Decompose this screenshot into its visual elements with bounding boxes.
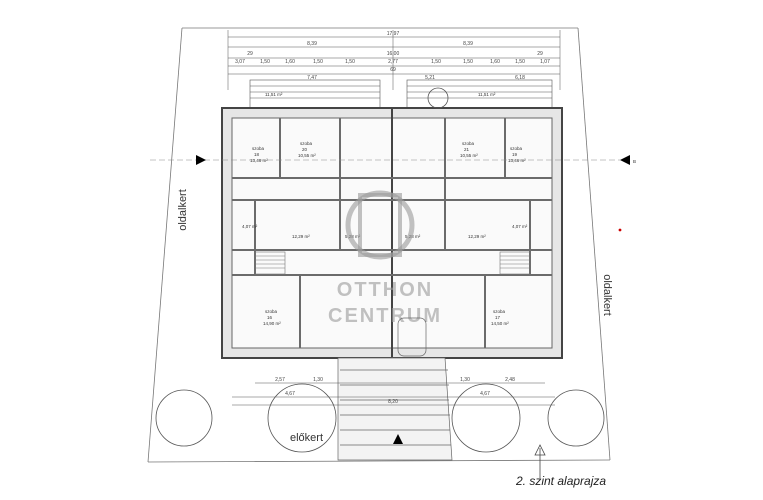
room-18-area: 13,46 m² bbox=[250, 158, 268, 163]
balcony-right-area: 11,51 m² bbox=[478, 92, 496, 97]
watermark-logo: OTTHON CENTRUM bbox=[328, 190, 442, 327]
site-boundary bbox=[147, 27, 611, 463]
room-19-area: 13,46 m² bbox=[508, 158, 526, 163]
wet-area-2: 12,29 m² bbox=[292, 234, 310, 239]
wet-area-3: 5,28 m² bbox=[345, 234, 361, 239]
dim-right-offset: 29 bbox=[537, 51, 543, 57]
dim-bottom-a: 2,57 bbox=[275, 377, 285, 383]
dim-left-half: 8,39 bbox=[307, 41, 317, 47]
dim-right-half: 8,39 bbox=[463, 41, 473, 47]
wet-area-4: 5,28 m² bbox=[405, 234, 421, 239]
room-17-num: 17 bbox=[495, 315, 501, 320]
room-18-name: szoba bbox=[252, 146, 265, 151]
watermark-line1: OTTHON bbox=[337, 279, 433, 301]
section-marker-b: B bbox=[150, 155, 636, 165]
room-16-num: 16 bbox=[267, 315, 273, 320]
building-outline bbox=[221, 107, 563, 359]
balcony-left-area: 11,51 m² bbox=[265, 92, 283, 97]
bottom-dimension-lines bbox=[232, 382, 555, 406]
section-marker-a bbox=[393, 434, 546, 478]
dim-bottom-c: 1,30 bbox=[460, 377, 470, 383]
tree-symbols bbox=[155, 87, 605, 453]
room-21-area: 10,55 m² bbox=[460, 153, 478, 158]
side-garden-left: oldalkert bbox=[177, 189, 189, 231]
room-17-area: 14,50 m² bbox=[491, 321, 509, 326]
dim-row-c: 1,60 bbox=[285, 59, 295, 65]
dim-row-d: 1,50 bbox=[313, 59, 323, 65]
dim-left-chain: 7,47 bbox=[307, 75, 317, 81]
room-16-area: 14,90 m² bbox=[263, 321, 281, 326]
drawing-caption: 2. szint alaprajza bbox=[515, 474, 606, 488]
dim-bottom-d: 2,48 bbox=[505, 377, 515, 383]
room-17-name: szoba bbox=[493, 309, 506, 314]
dim-row-i: 1,60 bbox=[490, 59, 500, 65]
dim-row-e: 1,50 bbox=[345, 59, 355, 65]
watermark-line2: CENTRUM bbox=[328, 305, 442, 327]
room-20-area: 10,55 m² bbox=[298, 153, 316, 158]
balconies bbox=[249, 79, 553, 109]
top-dimension-lines bbox=[227, 30, 561, 90]
wet-area-1: 4,07 m² bbox=[242, 224, 258, 229]
side-garden-right: oldalkert bbox=[601, 274, 613, 316]
dim-bottom-f: 4,67 bbox=[480, 391, 490, 397]
dim-right-chain: 6,18 bbox=[515, 75, 525, 81]
room-16-name: szoba bbox=[265, 309, 278, 314]
dim-total-width: 17,97 bbox=[387, 31, 400, 37]
dim-row-h: 1,50 bbox=[463, 59, 473, 65]
dim-row-k: 1,07 bbox=[540, 59, 550, 65]
entrance-driveway bbox=[337, 317, 453, 461]
wet-area-5: 12,29 m² bbox=[468, 234, 486, 239]
room-20-num: 20 bbox=[302, 147, 308, 152]
room-21-num: 21 bbox=[464, 147, 470, 152]
dim-row-b: 1,50 bbox=[260, 59, 270, 65]
dim-bottom-g: 8,20 bbox=[388, 399, 398, 405]
section-mark-label: B bbox=[633, 159, 636, 164]
marker-dot bbox=[618, 228, 622, 232]
room-19-name: szoba bbox=[510, 146, 523, 151]
dim-row-g: 1,50 bbox=[431, 59, 441, 65]
dim-mid-width: 16,00 bbox=[387, 51, 400, 57]
dim-row-f: 2,77 bbox=[388, 59, 398, 65]
dim-bottom-e: 4,67 bbox=[285, 391, 295, 397]
wet-area-6: 4,07 m² bbox=[512, 224, 528, 229]
dim-mid-chain: 5,21 bbox=[425, 75, 435, 81]
dim-row-a: 3,07 bbox=[235, 59, 245, 65]
room-19-num: 19 bbox=[512, 152, 518, 157]
dim-bottom-b: 1,30 bbox=[313, 377, 323, 383]
front-garden-label: előkert bbox=[290, 432, 323, 444]
dim-left-offset: 29 bbox=[247, 51, 253, 57]
room-18-num: 18 bbox=[254, 152, 260, 157]
dim-row-j: 1,50 bbox=[515, 59, 525, 65]
room-21-name: szoba bbox=[462, 141, 475, 146]
room-20-name: szoba bbox=[300, 141, 313, 146]
dim-axis: 69 bbox=[390, 67, 396, 73]
